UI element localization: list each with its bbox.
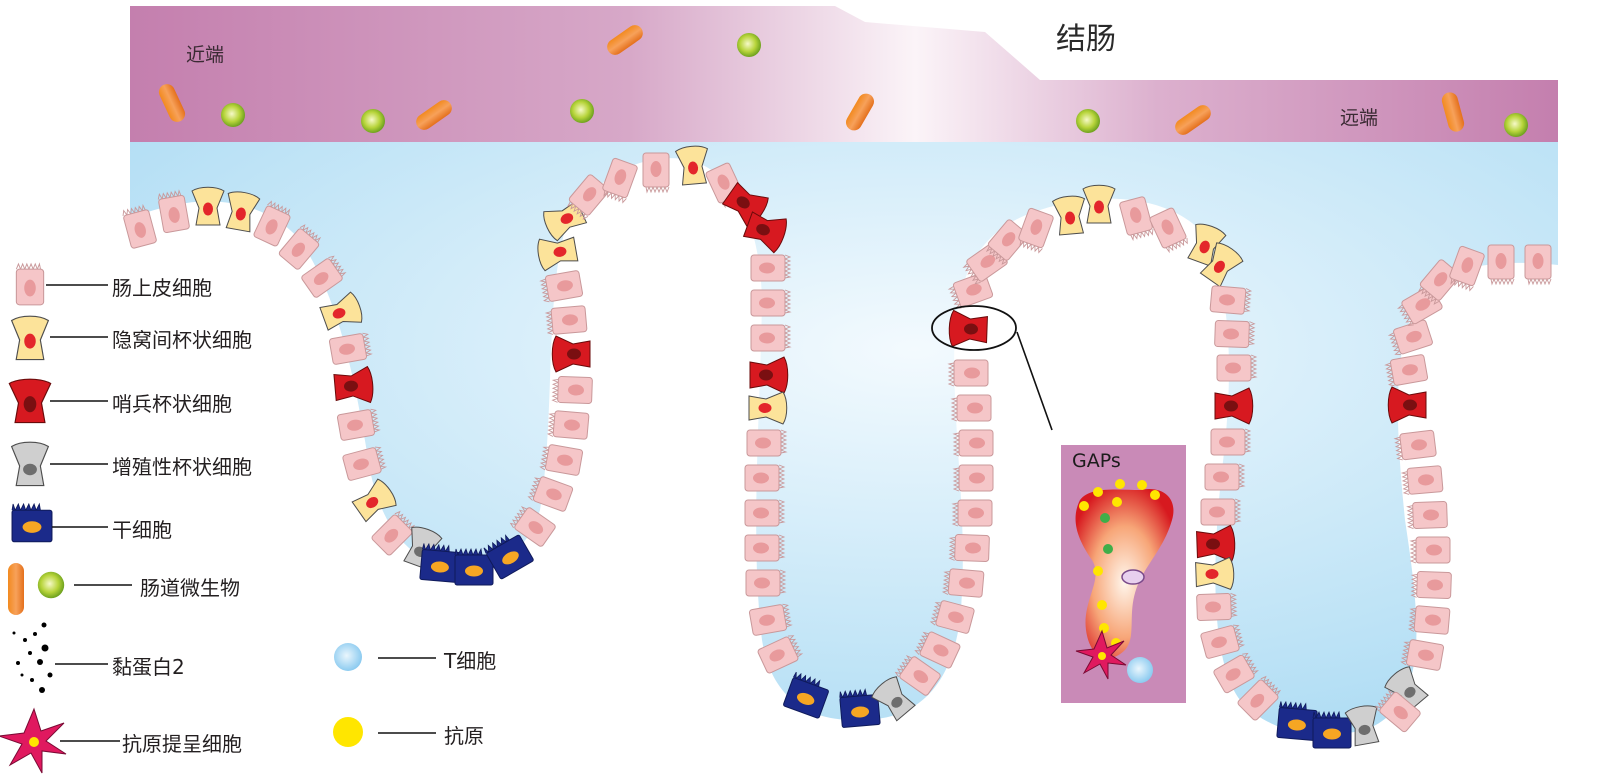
legend-sentinel-goblet-cell-icon: [9, 379, 50, 422]
legend-label-antigen-presenting-cell: 抗原提呈细胞: [122, 728, 242, 757]
sentinel-goblet-cell: [949, 310, 988, 347]
enterocyte: [1412, 571, 1452, 598]
legend-label-antigen: 抗原: [444, 720, 484, 749]
legend-label-intercrypt-goblet-cell: 隐窝间杯状细胞: [112, 324, 252, 353]
legend-proliferative-goblet-cell-icon: [12, 442, 49, 485]
enterocyte: [643, 153, 669, 192]
coccus-bacterium: [1504, 113, 1528, 137]
enterocyte: [1201, 499, 1240, 525]
legend-label-sentinel-goblet-cell: 哨兵杯状细胞: [112, 388, 232, 417]
legend-stem-cell-icon: [12, 504, 52, 542]
intercrypt-goblet-cell: [1052, 195, 1087, 235]
legend-intercrypt-goblet-cell-icon: [12, 316, 49, 359]
legend-label-enterocyte: 肠上皮细胞: [112, 272, 212, 301]
enterocyte: [954, 465, 993, 491]
enterocyte: [952, 395, 991, 421]
legend-label-stem-cell: 干细胞: [112, 514, 172, 543]
enterocyte: [548, 410, 589, 439]
callout-line: [1017, 332, 1052, 430]
coccus-bacterium: [570, 99, 594, 123]
intercrypt-goblet-cell: [1195, 557, 1234, 590]
enterocyte: [1408, 501, 1448, 528]
enterocyte: [954, 430, 993, 456]
enterocyte: [546, 306, 587, 335]
coccus-bacterium: [361, 109, 385, 133]
distal-label: 远端: [1340, 103, 1378, 130]
enterocyte: [1488, 245, 1514, 284]
enterocyte: [1197, 593, 1237, 620]
enterocyte: [745, 535, 784, 561]
coccus-bacterium: [1076, 109, 1100, 133]
colon-title: 结肠: [1056, 14, 1116, 58]
legend-enterocyte-icon: [16, 264, 43, 305]
proximal-label: 近端: [186, 40, 224, 67]
gaps-inset: [1061, 445, 1186, 703]
enterocyte: [745, 500, 784, 526]
enterocyte: [1217, 355, 1256, 381]
enterocyte: [747, 430, 786, 456]
legend-antigen-presenting-cell-icon: [0, 709, 66, 773]
enterocyte: [949, 360, 988, 386]
legend-rod-bacterium-icon: [8, 563, 24, 615]
enterocyte: [553, 376, 593, 403]
enterocyte: [1525, 245, 1551, 284]
enterocyte: [745, 465, 784, 491]
legend-t-cell-icon: [334, 643, 362, 671]
enterocyte: [1395, 430, 1437, 461]
intercrypt-goblet-cell: [192, 187, 224, 225]
enterocyte: [751, 325, 790, 351]
legend-mucin2-icon: [13, 623, 53, 694]
enterocyte: [751, 255, 790, 281]
legend-label-proliferative-goblet-cell: 增殖性杯状细胞: [112, 451, 252, 480]
sentinel-goblet-cell: [552, 336, 590, 372]
coccus-bacterium: [221, 103, 245, 127]
enterocyte: [1205, 464, 1244, 490]
legend-antigen-icon: [333, 717, 363, 747]
enterocyte: [1215, 320, 1255, 347]
legend-label-t-cell: T细胞: [444, 645, 496, 674]
legend-label-gut-microbe: 肠道微生物: [140, 572, 240, 601]
coccus-bacterium: [737, 33, 761, 57]
legend-label-mucin2: 黏蛋白2: [112, 651, 185, 680]
enterocyte: [953, 500, 992, 526]
enterocyte: [1411, 537, 1450, 563]
enterocyte: [950, 534, 990, 561]
enterocyte: [751, 290, 790, 316]
intercrypt-goblet-cell: [1083, 185, 1115, 223]
enterocyte: [1402, 466, 1443, 495]
sentinel-goblet-cell: [1388, 387, 1426, 423]
gaps-inset-title: GAPs: [1072, 450, 1121, 472]
enterocyte: [1211, 429, 1250, 455]
enterocyte: [746, 570, 785, 596]
legend-coccus-bacterium-icon: [38, 572, 64, 598]
